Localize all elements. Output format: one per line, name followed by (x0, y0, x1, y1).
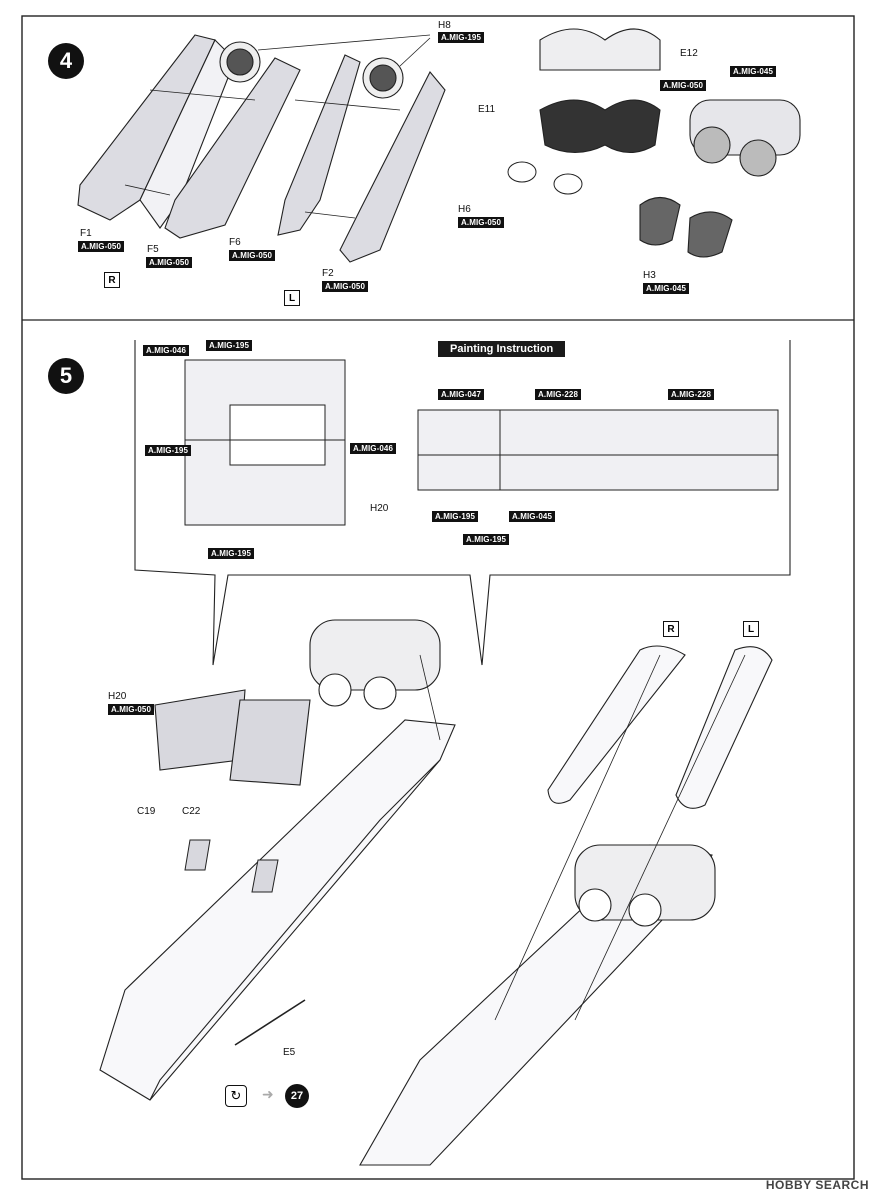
part-label-f6: F6 (229, 237, 241, 248)
step5-rail-e5 (234, 999, 306, 1046)
detail-paint-code-3: A.MIG-195 (145, 445, 192, 456)
paint-code-h3: A.MIG-045 (643, 283, 690, 294)
step5-intake-tubes (547, 645, 773, 809)
paint-code-f5: A.MIG-050 (146, 257, 193, 268)
step5-nacelles-right (574, 844, 716, 927)
paint-code-f1: A.MIG-050 (78, 241, 125, 252)
part-label-h20: H20 (108, 691, 127, 702)
paint-code-e12-area: A.MIG-050 (660, 80, 707, 91)
part-label-f2: F2 (322, 268, 334, 279)
side-paint-code-a: A.MIG-047 (438, 389, 485, 400)
part-label-e11: E11 (478, 104, 496, 115)
detail-paint-code-4: A.MIG-046 (350, 443, 397, 454)
part-label-e5: E5 (283, 1047, 296, 1058)
part-label-e12: E12 (680, 48, 698, 59)
detail-part-label-h20: H20 (370, 503, 389, 514)
paint-code-nacelle: A.MIG-045 (730, 66, 777, 77)
step5-duct-h20 (154, 689, 311, 786)
side-paint-code-c: A.MIG-228 (668, 389, 715, 400)
go-to-step-arrow-icon: ➜ (262, 1086, 274, 1102)
hobby-search-logo: HOBBY SEARCH (765, 1178, 869, 1192)
part-label-c19: C19 (137, 806, 156, 817)
paint-code-h6: A.MIG-050 (458, 217, 505, 228)
part-label-h8: H8 (438, 20, 451, 31)
step5-small-parts-c19-c22 (184, 839, 279, 893)
part-label-f5: F5 (147, 244, 159, 255)
step5-fuselage-side-detail (417, 409, 779, 491)
step-5-number: 5 (48, 358, 84, 394)
step4-intake-f5 (164, 57, 301, 239)
part-label-c22: C22 (182, 806, 201, 817)
step5-fuselage-right (359, 844, 713, 1166)
step5-nacelles-left (309, 619, 441, 710)
paint-code-f2: A.MIG-050 (322, 281, 369, 292)
paint-code-f6: A.MIG-050 (229, 250, 276, 261)
step5-main-bay-detail (184, 359, 346, 526)
detail-paint-code-1: A.MIG-046 (143, 345, 190, 356)
step4-intake-f2 (339, 71, 446, 263)
detail-paint-code-5: A.MIG-195 (208, 548, 255, 559)
step4-fan-h8 (219, 41, 404, 99)
detail-paint-code-2: A.MIG-195 (206, 340, 253, 351)
part-label-h3: H3 (643, 270, 656, 281)
side-indicator-left-step5: L (743, 621, 759, 637)
step4-nozzles-h3 (639, 196, 733, 258)
rotate-view-icon: ↻ (225, 1085, 247, 1107)
side-paint-code-f: A.MIG-195 (463, 534, 510, 545)
part-label-f1: F1 (80, 228, 92, 239)
paint-code-h8: A.MIG-195 (438, 32, 485, 43)
part-label-h6: H6 (458, 204, 471, 215)
step5-fuselage-left (99, 719, 456, 1101)
step4-parts-h6 (507, 161, 583, 195)
step4-exhaust-halves-e11-e12 (539, 28, 661, 154)
side-paint-code-b: A.MIG-228 (535, 389, 582, 400)
painting-instruction-title: Painting Instruction (438, 341, 566, 357)
paint-code-h20: A.MIG-050 (108, 704, 155, 715)
step-4-number: 4 (48, 43, 84, 79)
step4-intake-f6 (277, 54, 361, 236)
reference-step-number: 27 (285, 1084, 309, 1108)
side-paint-code-d: A.MIG-195 (432, 511, 479, 522)
side-indicator-left-step4: L (284, 290, 300, 306)
side-indicator-right-step4: R (104, 272, 120, 288)
side-paint-code-e: A.MIG-045 (509, 511, 556, 522)
step4-nacelle (689, 99, 801, 177)
side-indicator-right-step5: R (663, 621, 679, 637)
